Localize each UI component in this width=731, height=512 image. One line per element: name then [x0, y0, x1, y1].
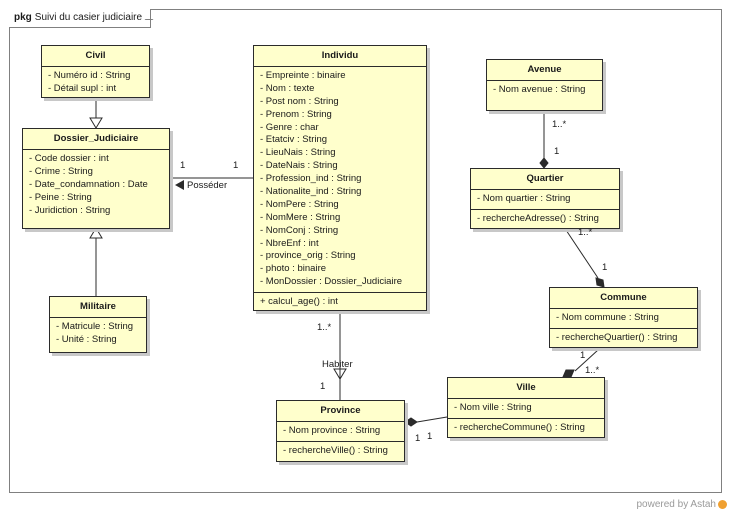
attribute: - NbreEnf : int: [260, 237, 319, 249]
attribute: - NomMere : String: [260, 211, 341, 223]
attribute: - Numéro id : String: [48, 70, 131, 81]
class-name: Province: [277, 401, 404, 422]
avenue-quartier-mult-quartier: 1: [554, 146, 560, 157]
attribute: - Nom ville : String: [454, 402, 532, 413]
attribute: - Date_condamnation : Date: [29, 178, 148, 190]
class-dossier-judiciaire[interactable]: Dossier_Judiciaire - Code dossier : int …: [22, 128, 170, 229]
attribute: - Etatciv : String: [260, 134, 328, 146]
attribute: - Nom commune : String: [556, 312, 659, 323]
class-name: Avenue: [487, 60, 602, 81]
operation: - rechercheQuartier() : String: [556, 331, 678, 343]
civil-generalization-arrow: [89, 117, 103, 129]
class-commune[interactable]: Commune - Nom commune : String - recherc…: [549, 287, 698, 348]
ville-province-mult-ville: 1: [427, 431, 433, 442]
attribute: - Matricule : String: [56, 321, 134, 332]
posseder-name: Posséder: [187, 180, 228, 191]
militaire-generalization-arrow: [89, 227, 103, 239]
avenue-quartier-diamond: [539, 157, 549, 169]
operation: - rechercheVille() : String: [283, 444, 388, 456]
attribute: - MonDossier : Dossier_Judiciaire: [260, 276, 403, 288]
attribute: - Post nom : String: [260, 95, 339, 107]
class-quartier[interactable]: Quartier - Nom quartier : String - reche…: [470, 168, 620, 229]
operation: - rechercheAdresse() : String: [477, 212, 599, 224]
habiter-direction-arrow: [333, 368, 347, 380]
class-name: Militaire: [50, 297, 146, 318]
attribute: - Nom province : String: [283, 425, 381, 436]
habiter-mult-province: 1: [320, 381, 326, 392]
attribute: - Peine : String: [29, 191, 92, 203]
commune-ville-mult-ville: 1..*: [585, 365, 600, 376]
astah-logo-icon: [718, 499, 727, 509]
operation: - rechercheCommune() : String: [454, 421, 585, 433]
class-name: Ville: [448, 378, 604, 399]
class-name: Commune: [550, 288, 697, 309]
class-name: Individu: [254, 46, 426, 67]
attribute: - Nom quartier : String: [477, 193, 571, 204]
attribute: - Unité : String: [56, 333, 117, 345]
attribute: - Nom avenue : String: [493, 84, 586, 95]
posseder-direction-arrow: [175, 180, 184, 190]
commune-ville-mult-commune: 1: [580, 350, 586, 361]
attribute: - Nom : texte: [260, 82, 315, 94]
class-name: Civil: [42, 46, 149, 67]
attribute: - Prenom : String: [260, 108, 332, 120]
attribute: - province_orig : String: [260, 250, 356, 262]
class-avenue[interactable]: Avenue - Nom avenue : String: [486, 59, 603, 111]
attribute: - Code dossier : int: [29, 153, 109, 164]
package-frame: [9, 9, 722, 493]
attribute: - NomPere : String: [260, 198, 339, 210]
attribute: - photo : binaire: [260, 263, 327, 275]
attribute: - Détail supl : int: [48, 82, 117, 94]
package-name: Suivi du casier judiciaire: [34, 12, 143, 23]
class-militaire[interactable]: Militaire - Matricule : String - Unité :…: [49, 296, 147, 353]
class-name: Quartier: [471, 169, 619, 190]
class-ville[interactable]: Ville - Nom ville : String - rechercheCo…: [447, 377, 605, 438]
attribute: - DateNais : String: [260, 160, 338, 172]
attribute: - NomConj : String: [260, 224, 339, 236]
quartier-commune-mult-quartier: 1..*: [578, 227, 593, 238]
commune-ville-line: [574, 349, 599, 372]
posseder-mult-individu: 1: [233, 160, 239, 171]
attribute: - Juridiction : String: [29, 204, 111, 216]
ville-province-mult-province: 1: [415, 433, 421, 444]
avenue-quartier-mult-avenue: 1..*: [552, 119, 567, 130]
habiter-mult-individu: 1..*: [317, 322, 332, 333]
ville-province-diamond: [404, 417, 418, 427]
quartier-commune-mult-commune: 1: [602, 262, 608, 273]
operation: + calcul_age() : int: [260, 296, 338, 308]
habiter-name: Habiter: [322, 359, 353, 370]
astah-watermark: powered by Astah: [636, 499, 727, 510]
class-name: Dossier_Judiciaire: [23, 129, 169, 150]
quartier-commune-diamond: [595, 277, 605, 288]
attribute: - LieuNais : String: [260, 147, 336, 159]
attribute: - Genre : char: [260, 121, 319, 133]
attribute: - Empreinte : binaire: [260, 70, 346, 81]
attribute: - Profession_ind : String: [260, 173, 362, 185]
watermark-text: powered by Astah: [636, 499, 717, 510]
package-keyword: pkg: [14, 12, 32, 23]
attribute: - Nationalite_ind : String: [260, 186, 362, 198]
quartier-commune-line: [565, 229, 599, 279]
class-individu[interactable]: Individu - Empreinte : binaire - Nom : t…: [253, 45, 427, 311]
attribute: - Crime : String: [29, 165, 93, 177]
class-civil[interactable]: Civil - Numéro id : String - Détail supl…: [41, 45, 150, 98]
posseder-mult-dossier: 1: [180, 160, 186, 171]
commune-ville-diamond: [562, 369, 575, 378]
ville-province-line: [416, 416, 448, 423]
class-province[interactable]: Province - Nom province : String - reche…: [276, 400, 405, 462]
